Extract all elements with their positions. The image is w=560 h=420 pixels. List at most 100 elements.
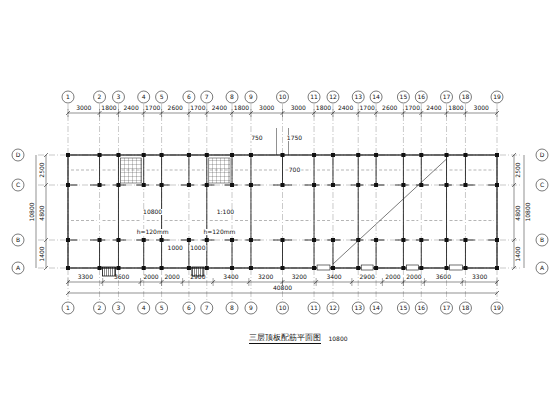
column [142, 266, 146, 270]
axis-bubble [138, 91, 150, 103]
axis-number: 3 [117, 94, 121, 100]
plan-stroke [406, 170, 418, 171]
dimension-text: 3400 [223, 274, 238, 280]
plan-stroke [250, 185, 251, 240]
dimension-text: 2900 [360, 274, 375, 280]
column [331, 183, 335, 187]
dimension-text: 1800 [316, 105, 331, 111]
plan-stroke [314, 155, 315, 185]
axis-number: 3 [117, 305, 121, 311]
slab-note: 750 [250, 135, 263, 141]
axis-number: 17 [443, 94, 451, 100]
dimension-text: 3000 [474, 105, 489, 111]
column [116, 183, 120, 187]
column [401, 238, 405, 242]
column [230, 183, 234, 187]
plan-stroke [403, 278, 404, 286]
plan-stroke [118, 155, 119, 185]
column [445, 153, 449, 157]
axis-bubble [441, 91, 453, 103]
column [401, 266, 405, 270]
column [142, 238, 146, 242]
axis-bubble [397, 91, 409, 103]
axis-bubble [415, 302, 427, 314]
axis-bubble [415, 91, 427, 103]
window [406, 265, 418, 270]
column [66, 266, 70, 270]
plan-stroke [361, 170, 373, 171]
axis-bubble [327, 91, 339, 103]
dimension-text: 2600 [382, 105, 397, 111]
axis-letter: D [540, 152, 545, 158]
plan-stroke [118, 185, 119, 240]
axis-bubble [370, 91, 382, 103]
plan-stroke [250, 240, 251, 268]
dimension-text: 3600 [114, 274, 129, 280]
axis-number: 6 [187, 94, 191, 100]
column [312, 183, 316, 187]
plan-stroke [314, 240, 315, 268]
window [317, 265, 330, 270]
dimension-text: 2000 [385, 274, 400, 280]
axis-number: 19 [493, 305, 501, 311]
plan-stroke [406, 220, 418, 221]
column [312, 153, 316, 157]
plan-stroke [286, 220, 312, 221]
axis-bubble [226, 302, 238, 314]
axis-bubble [183, 91, 195, 103]
column [281, 238, 285, 242]
column [445, 266, 449, 270]
plan-stroke [282, 155, 283, 185]
axis-number: 7 [205, 94, 209, 100]
dimension-text: 1800 [234, 105, 249, 111]
window [361, 265, 373, 270]
slab-note: 1:100 [216, 209, 235, 215]
axis-number: 4 [142, 94, 146, 100]
column [230, 153, 234, 157]
plan-stroke [379, 220, 400, 221]
axis-bubble [441, 302, 453, 314]
plan-stroke [143, 104, 144, 300]
dimension-text: 1700 [145, 105, 160, 111]
axis-bubble [308, 91, 320, 103]
plan-stroke [118, 109, 119, 117]
plan-stroke [118, 240, 119, 268]
dimension-text: 1400 [39, 246, 45, 261]
dimension-text: 2900 [190, 274, 205, 280]
plan-stroke [468, 170, 494, 171]
column [116, 153, 120, 157]
axis-bubble [112, 302, 124, 314]
axis-bubble [183, 302, 195, 314]
plan-stroke [235, 220, 248, 221]
plan-stroke [450, 220, 463, 221]
axis-number: 11 [310, 305, 318, 311]
column [98, 266, 102, 270]
plan-stroke [232, 104, 233, 300]
stair-hatch [209, 158, 230, 183]
plan-stroke [332, 104, 333, 300]
plan-stroke [465, 104, 466, 300]
axis-bubble [370, 302, 382, 314]
axis-number: 17 [443, 305, 451, 311]
plan-stroke [333, 159, 447, 264]
column [187, 266, 191, 270]
axis-letter: A [16, 265, 20, 271]
plan-stroke [403, 155, 404, 185]
column [160, 183, 164, 187]
plan-stroke [99, 109, 100, 117]
axis-number: 5 [160, 94, 164, 100]
axis-number: 14 [372, 94, 380, 100]
column [331, 266, 335, 270]
dimension-text: 2400 [123, 105, 138, 111]
column [374, 238, 378, 242]
column [116, 238, 120, 242]
axis-bubble [12, 149, 24, 161]
column [312, 238, 316, 242]
column [445, 238, 449, 242]
column [160, 153, 164, 157]
axis-bubble [397, 302, 409, 314]
axis-bubble [536, 234, 548, 246]
dimension-text: 3300 [472, 274, 487, 280]
axis-bubble [12, 262, 24, 274]
